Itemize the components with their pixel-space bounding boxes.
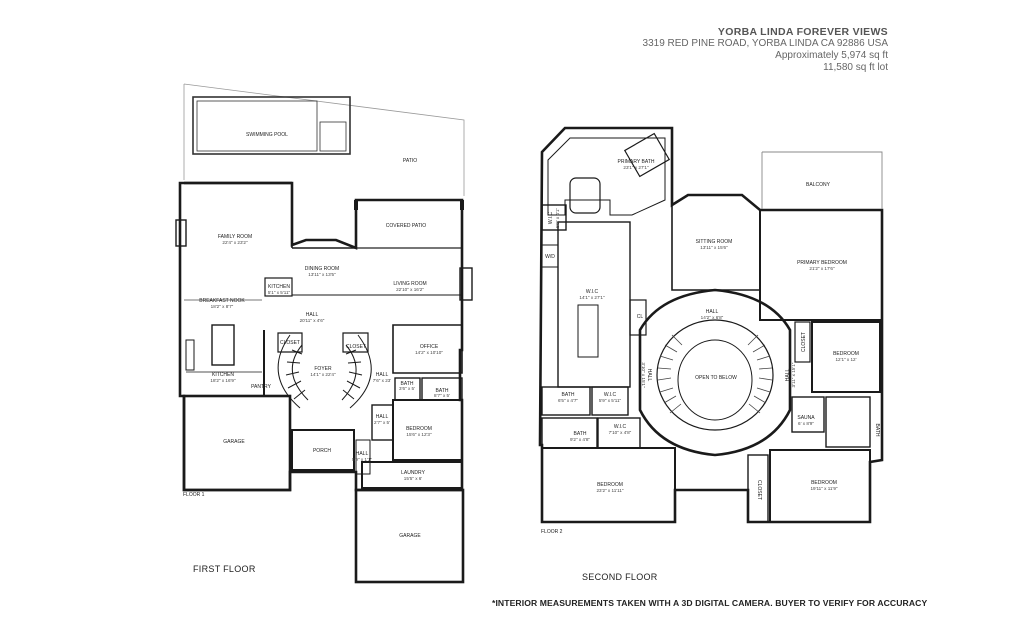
f1-patio-label: PATIO — [403, 158, 417, 164]
floor1-label: FLOOR 1 — [183, 492, 205, 498]
f2-wic-small-label: W.I.C — [548, 212, 554, 225]
f2-hall-left-label: HALL — [646, 369, 652, 382]
floor2-stairs — [657, 334, 773, 414]
f2-open-to-below-label: OPEN TO BELOW — [695, 375, 737, 381]
f2-closet-top-label: CLOSET — [801, 332, 807, 352]
f1-bath-a-dim: 3'6" x 5' — [399, 386, 415, 391]
f2-bedroom-bottom-dim: 19'11" x 11'9" — [810, 486, 837, 491]
lot-size: 11,580 sq ft lot — [823, 62, 888, 73]
f1-garage-left-label: GARAGE — [223, 439, 245, 445]
f2-primary-bedroom-dim: 21'2" x 17'6" — [809, 266, 835, 271]
floor1-stairs — [277, 334, 372, 409]
f1-living-room-dim: 22'10" x 16'2" — [396, 287, 424, 292]
f2-wic-c-dim: 7'10" x 4'8" — [609, 430, 632, 435]
f2-wic-b-dim: 5'9" x 5'11" — [599, 398, 622, 403]
f1-hall2-dim: 7'6" x 23' — [373, 378, 392, 383]
f1-laundry-label: LAUNDRY — [401, 470, 425, 476]
f2-bedroom-right-label: BEDROOM — [833, 351, 859, 357]
measurement-disclaimer: *INTERIOR MEASUREMENTS TAKEN WITH A 3D D… — [492, 598, 928, 608]
f2-bath-b-dim: 9'2" x 4'8" — [570, 437, 590, 442]
f1-pool-label: SWIMMING POOL — [246, 132, 288, 138]
f2-wic-large-label: W.I.C — [586, 289, 599, 295]
f2-hall-right-label: HALL — [785, 369, 791, 382]
f2-bath-a-label: BATH — [562, 392, 575, 398]
f2-bath-a-dim: 6'5" x 4'7" — [558, 398, 578, 403]
f1-bath-b-label: BATH — [436, 388, 449, 394]
f2-wic-small-dim: 5'9" x 4'1" — [555, 208, 560, 228]
f2-wic-c-label: W.I.C — [614, 424, 627, 430]
f2-sauna-dim: 6' x 8'9" — [798, 421, 814, 426]
f1-hall3-dim: 2'7" x 5' — [374, 420, 390, 425]
f2-primary-bath-dim: 23'1" x 27'1" — [623, 165, 649, 170]
f1-office-label: OFFICE — [420, 344, 439, 350]
f1-hall2-label: HALL — [376, 372, 389, 378]
f2-closet-bottom-label: CLOSET — [756, 480, 762, 500]
f1-porch-label: PORCH — [313, 448, 331, 454]
f1-bath-b-dim: 8'7" x 5' — [434, 393, 450, 398]
f1-laundry-dim: 15'5" x 6' — [404, 476, 423, 481]
f1-kitchen-dim: 18'2" x 16'9" — [210, 378, 236, 383]
f1-kitchen-small-label: KITCHEN — [268, 284, 290, 290]
f1-dining-room-dim: 13'11" x 13'5" — [308, 272, 336, 277]
f2-balcony-label: BALCONY — [806, 182, 831, 188]
f2-primary-bath-label: PRIMARY BATH — [618, 159, 655, 165]
first-floor-caption: FIRST FLOOR — [193, 564, 256, 574]
f1-family-room-dim: 22'4" x 23'2" — [222, 240, 248, 245]
f2-bedroom-right-dim: 12'1" x 12' — [835, 357, 856, 362]
f2-wd-label: W/D — [545, 254, 555, 260]
f2-hall-right-dim: 3'11" x 15'1" — [791, 362, 796, 387]
f2-bath-b-label: BATH — [574, 431, 587, 437]
f1-kitchen-label: KITCHEN — [212, 372, 234, 378]
f1-hall-dim: 20'11" x 4'6" — [300, 318, 325, 323]
f2-bedroom-left-label: BEDROOM — [597, 482, 623, 488]
f1-dining-room-label: DINING ROOM — [305, 266, 339, 272]
f1-closet-right-label: CLOSET — [346, 344, 366, 350]
f1-living-room-label: LIVING ROOM — [393, 281, 426, 287]
f1-breakfast-nook-dim: 18'2" x 8'7" — [211, 304, 234, 309]
f1-garage-right-label: GARAGE — [399, 533, 421, 539]
f1-hall4-label: HALL — [356, 451, 369, 457]
f1-kitchen-small-dim: 5'1" x 5'11" — [268, 290, 291, 295]
f1-hall4-dim: 5'9" x 1'1" — [352, 457, 372, 462]
f1-bath-a-label: BATH — [401, 381, 414, 387]
f1-breakfast-nook-label: BREAKFAST NOOK — [199, 298, 245, 304]
f1-office-dim: 14'2" x 10'10" — [415, 350, 443, 355]
swimming-pool — [192, 96, 351, 155]
f2-bath-c-label: BATH — [874, 424, 880, 437]
f2-bedroom-bottom-label: BEDROOM — [811, 480, 837, 486]
f1-hall-label: HALL — [306, 312, 319, 318]
floor2-label: FLOOR 2 — [541, 529, 563, 535]
f2-hall-left-dim: 3'10" x 15'1" — [641, 362, 646, 388]
f2-sitting-room-label: SITTING ROOM — [696, 239, 733, 245]
property-title: YORBA LINDA FOREVER VIEWS — [717, 26, 888, 38]
f1-covered-patio-label: COVERED PATIO — [386, 223, 426, 229]
f2-sauna-label: SAUNA — [797, 415, 815, 421]
property-address: 3319 RED PINE ROAD, YORBA LINDA CA 92886… — [642, 38, 888, 49]
approx-area: Approximately 5,974 sq ft — [775, 50, 888, 61]
f1-hall3-label: HALL — [376, 414, 389, 420]
f1-closet-left-label: CLOSET — [280, 340, 300, 346]
f2-hall-label: HALL — [706, 309, 719, 315]
f1-family-room-label: FAMILY ROOM — [218, 234, 252, 240]
f1-bedroom-dim: 15'6" x 12'3" — [406, 432, 432, 437]
floor1-plan — [175, 83, 473, 584]
f2-cl-label: CL — [637, 314, 644, 320]
f1-pantry-label: PANTRY — [251, 384, 271, 390]
floor2-plan — [538, 126, 884, 524]
f2-hall-dim: 14'2" x 6'8" — [701, 315, 724, 320]
second-floor-caption: SECOND FLOOR — [582, 572, 658, 582]
f2-wic-large-dim: 14'1" x 27'1" — [579, 295, 605, 300]
f2-bedroom-left-dim: 23'2" x 11'11" — [596, 488, 623, 493]
f1-foyer-label: FOYER — [314, 366, 332, 372]
f2-primary-bedroom-label: PRIMARY BEDROOM — [797, 260, 847, 266]
f2-wic-b-label: W.I.C — [604, 392, 617, 398]
f2-sitting-room-dim: 13'11" x 15'6" — [700, 245, 728, 250]
f1-foyer-dim: 14'1" x 22'4" — [310, 372, 336, 377]
f1-bedroom-label: BEDROOM — [406, 426, 432, 432]
